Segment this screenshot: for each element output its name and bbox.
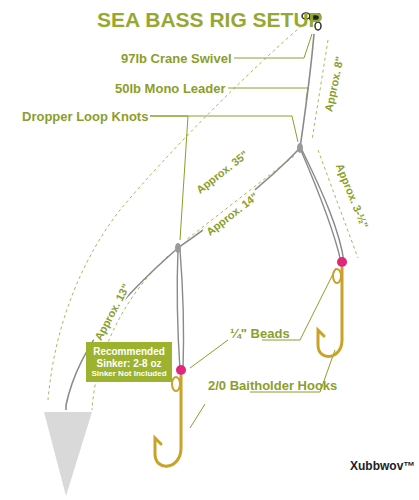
dimension-label: Approx. 8" xyxy=(322,53,346,114)
dimension-label: Approx. 13" xyxy=(91,280,133,344)
bead xyxy=(337,257,347,267)
dimension-guide xyxy=(92,256,168,410)
bead xyxy=(176,365,186,375)
mono-leader xyxy=(66,34,314,405)
dropper-knot xyxy=(297,143,303,153)
sinker xyxy=(44,412,92,496)
leader-line xyxy=(190,404,205,428)
dropper-loop xyxy=(180,250,184,370)
dropper-knot xyxy=(175,243,181,253)
leader-line xyxy=(150,116,298,142)
sinker-note-box: Recommended Sinker: 2-8 ozSinker Not Inc… xyxy=(86,342,172,382)
dimension-label: Approx. 35" xyxy=(192,147,251,197)
dimension-guide xyxy=(186,156,294,240)
part-label: Dropper Loop Knots xyxy=(22,109,148,124)
baitholder-hook xyxy=(318,268,342,356)
part-label: 97lb Crane Swivel xyxy=(121,51,232,66)
leader-line xyxy=(228,88,308,100)
sinker-loop xyxy=(65,405,67,410)
leader-line xyxy=(234,34,312,58)
title: SEA BASS RIG SETUP xyxy=(97,8,323,32)
part-label: ¼" Beads xyxy=(230,326,290,341)
dimension-label: Approx. 14" xyxy=(202,189,261,239)
brand-logo: Xubbwov™ xyxy=(350,459,415,473)
part-label: 50lb Mono Leader xyxy=(115,81,226,96)
dimension-guide xyxy=(48,22,306,400)
leader-line xyxy=(150,116,188,240)
leader-line xyxy=(190,340,228,368)
dropper-loop xyxy=(177,248,180,370)
part-label: 2/0 Baitholder Hooks xyxy=(208,378,337,393)
note-text: Sinker Not Included xyxy=(91,369,167,378)
note-heading: Recommended Sinker: 2-8 oz xyxy=(91,346,167,369)
dimension-label: Approx. 3-½" xyxy=(333,160,371,232)
baitholder-hook xyxy=(155,376,181,466)
